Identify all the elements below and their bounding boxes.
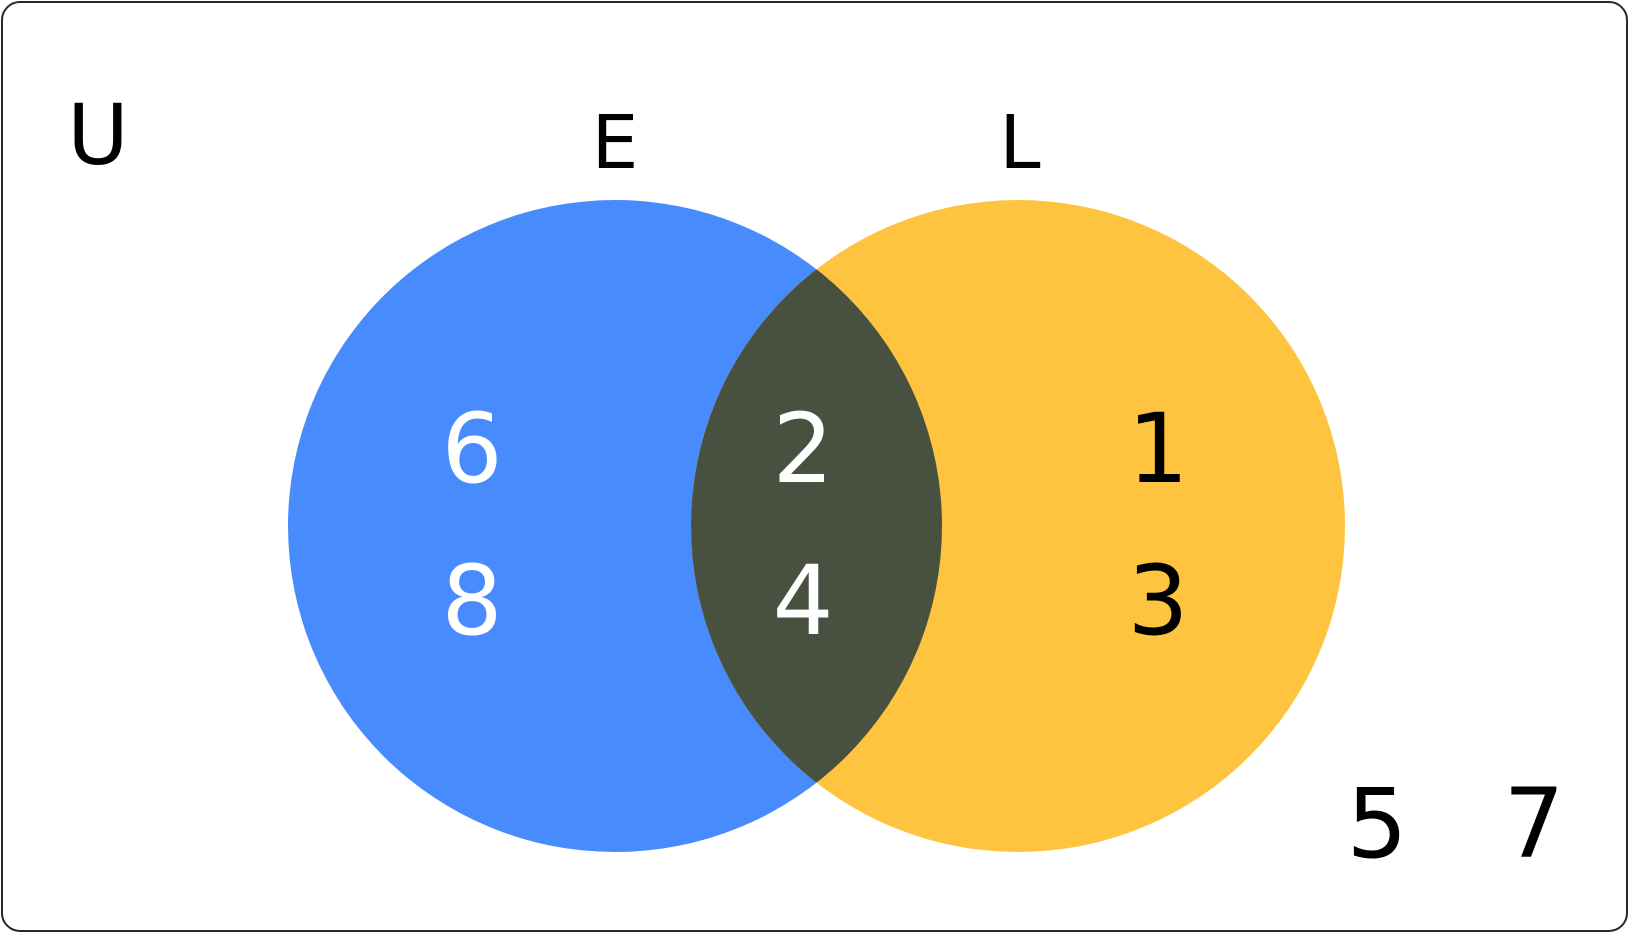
set-e-label: E: [592, 100, 639, 186]
intersection-region: [691, 200, 942, 852]
intersection-element: 4: [772, 545, 833, 657]
universal-set-label: U: [67, 86, 128, 184]
outside-element: 7: [1503, 768, 1564, 880]
set-l-label: L: [999, 100, 1040, 186]
l-only-element: 3: [1127, 545, 1188, 657]
l-only-element: 1: [1127, 393, 1188, 505]
outside-element: 5: [1346, 768, 1407, 880]
intersection-element: 2: [772, 393, 833, 505]
e-only-element: 6: [441, 393, 502, 505]
e-only-element: 8: [441, 545, 502, 657]
